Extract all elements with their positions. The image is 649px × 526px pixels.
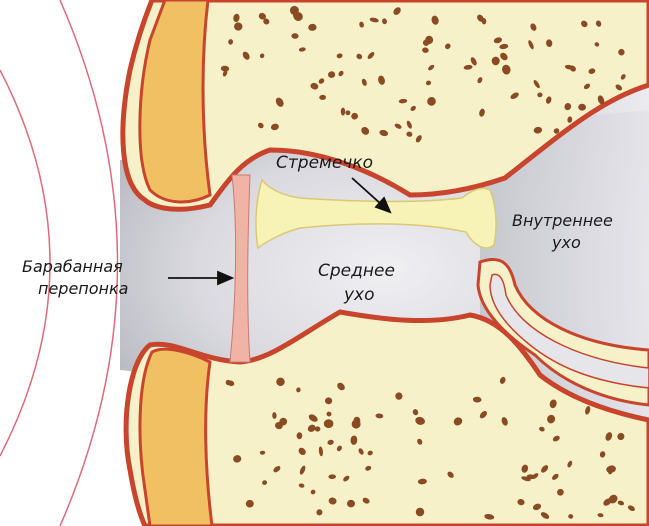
bone-pore	[492, 57, 500, 66]
label-middle-ear-2: ухо	[343, 285, 375, 305]
label-eardrum-2: перепонка	[38, 279, 128, 298]
label-inner-ear-2: ухо	[551, 233, 581, 252]
lower-bone-cortex	[140, 349, 212, 526]
bone-pore	[341, 108, 345, 116]
label-stirrup: Стремечко	[276, 153, 373, 173]
bone-pore	[346, 110, 351, 115]
label-eardrum-1: Барабанная	[22, 257, 123, 276]
label-inner-ear-1: Внутреннее	[512, 211, 613, 230]
bone-pore	[324, 419, 334, 428]
label-middle-ear-1: Среднее	[318, 261, 395, 281]
